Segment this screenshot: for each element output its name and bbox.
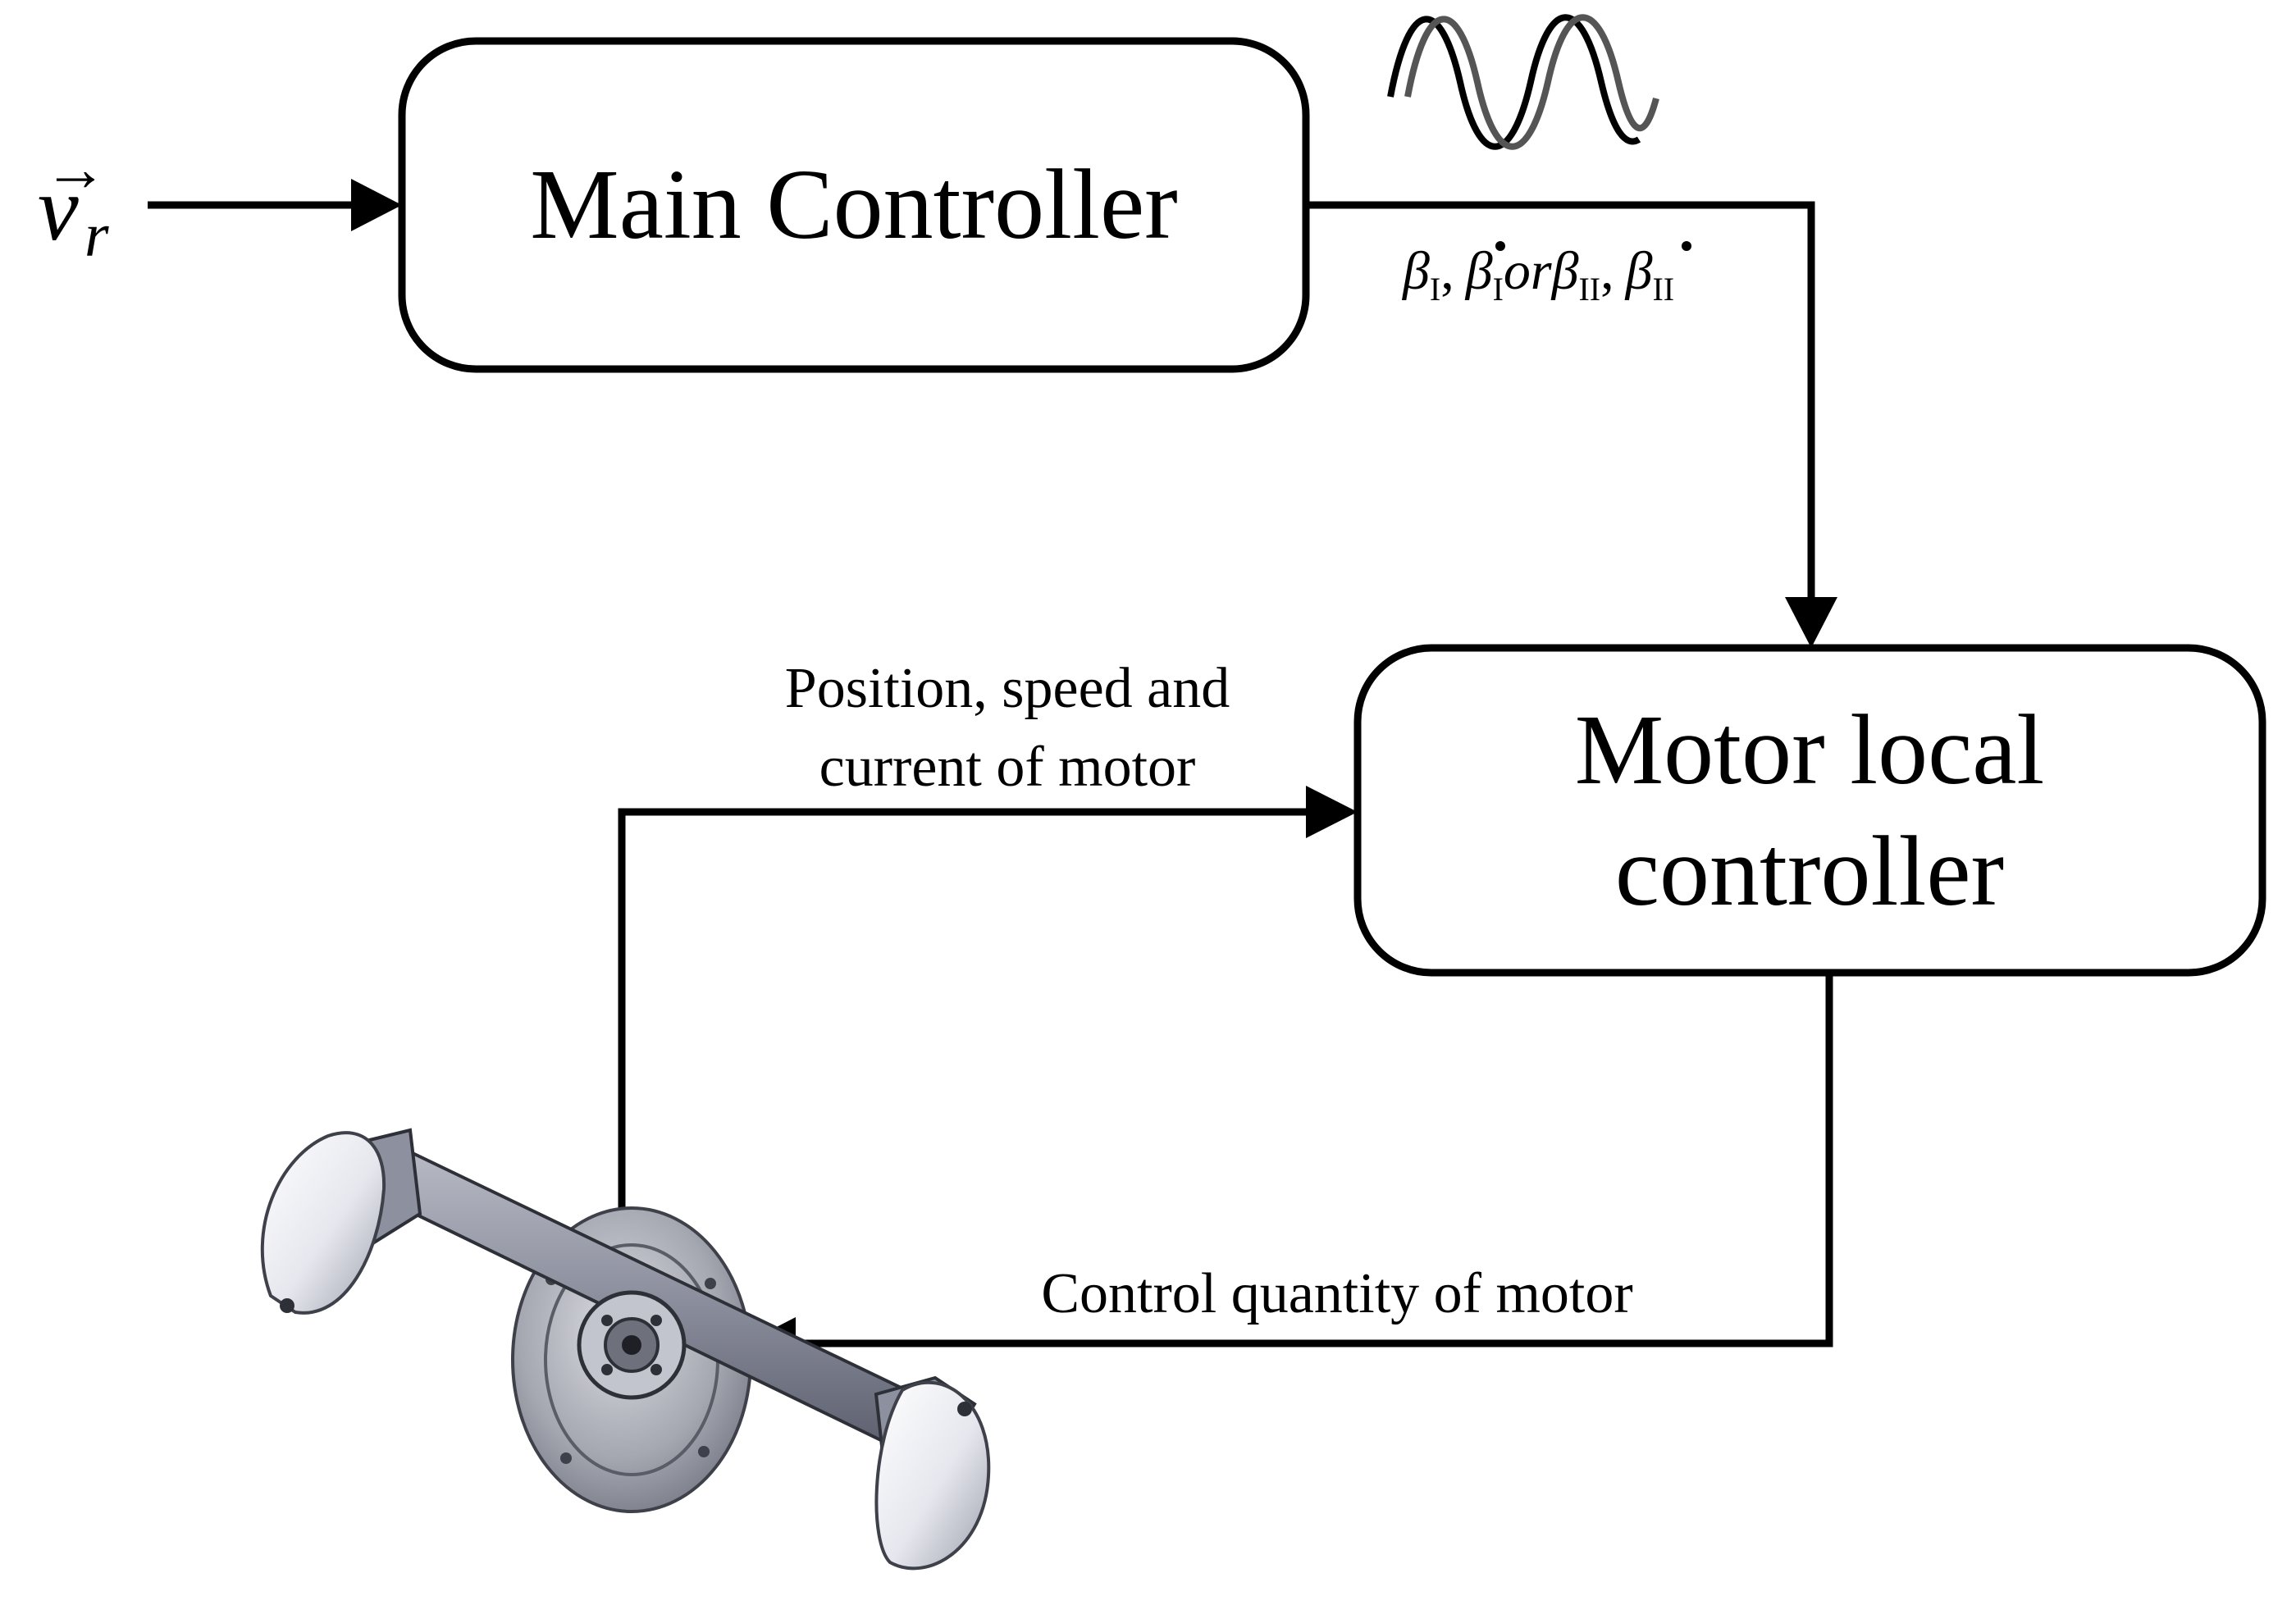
input-symbol-accent: →: [43, 133, 107, 204]
feedback-label-line2: current of motor: [819, 736, 1196, 799]
input-arrow: [148, 179, 402, 231]
motor-local-controller-label-line1: Motor local: [1575, 695, 2045, 805]
input-symbol-subscript: r: [84, 201, 109, 270]
main-controller-label: Main Controller: [530, 149, 1178, 260]
motor-leg-assembly-icon: [260, 1128, 991, 1571]
command-signal-label: βI,βIorβII,βII: [1401, 241, 1674, 308]
motor-local-controller-label-line2: controller: [1615, 816, 2004, 927]
input-velocity-symbol: → v r: [38, 133, 109, 270]
beta-two-dot: [1682, 241, 1691, 251]
feedback-label-line1: Position, speed and: [785, 657, 1230, 720]
motor-local-controller-block: Motor local controller: [1353, 644, 2266, 977]
input-symbol-base: v: [38, 158, 79, 260]
command-signal-arrow: [1306, 201, 1837, 648]
main-controller-block: Main Controller: [398, 37, 1310, 373]
feedback-arrow: [618, 786, 1358, 1238]
control-output-label: Control quantity of motor: [1041, 1262, 1632, 1325]
sine-wave-icon: [1387, 14, 1659, 150]
beta-one-dot: [1495, 241, 1505, 251]
